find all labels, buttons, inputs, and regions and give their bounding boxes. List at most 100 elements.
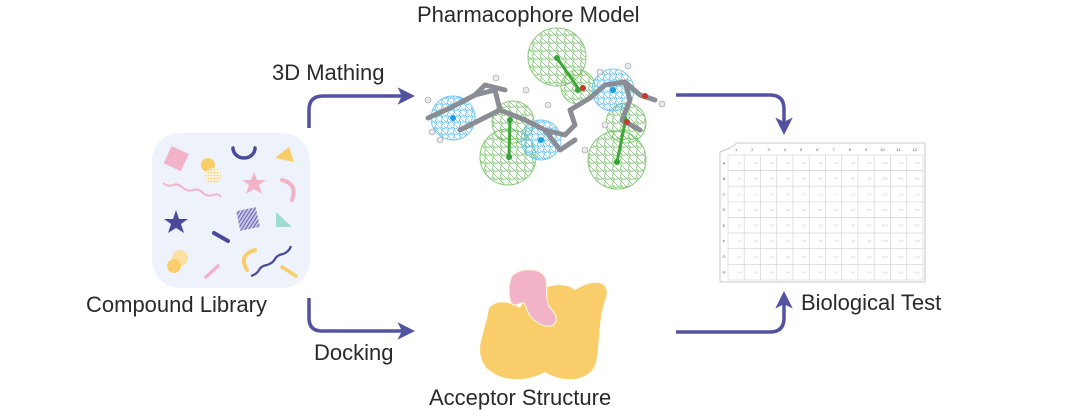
plate-well-label: B6 bbox=[819, 177, 823, 181]
plate-well bbox=[727, 217, 745, 234]
plate-well bbox=[857, 185, 875, 203]
plate-well-label: F2 bbox=[754, 239, 758, 243]
plate-well bbox=[857, 201, 875, 218]
plate-well-label: F1 bbox=[738, 239, 742, 243]
plate-well-label: C8 bbox=[851, 192, 855, 196]
plate-well-label: E2 bbox=[754, 224, 758, 228]
pharmacophore-model-image bbox=[424, 27, 666, 190]
plate-well bbox=[727, 154, 745, 171]
plate-well-label: G4 bbox=[786, 255, 790, 259]
arrow-pharmacophore-to-test bbox=[676, 93, 793, 135]
plate-well bbox=[776, 201, 794, 218]
plate-well-label: H9 bbox=[867, 270, 871, 274]
plate-well bbox=[776, 170, 794, 187]
plate-well-label: C10 bbox=[882, 192, 888, 196]
plate-row-label: C bbox=[723, 192, 726, 197]
plate-well bbox=[857, 217, 875, 234]
plate-well bbox=[841, 154, 859, 171]
plate-well-label: H3 bbox=[770, 270, 774, 274]
plate-row-label: G bbox=[722, 254, 725, 259]
plate-well-label: D6 bbox=[819, 208, 823, 212]
acceptor-structure-image bbox=[480, 269, 607, 380]
plate-well-label: F12 bbox=[915, 239, 921, 243]
plate-column-label: 2 bbox=[751, 147, 754, 152]
plate-column-label: 1 bbox=[735, 147, 738, 152]
plate-well-label: C11 bbox=[898, 192, 904, 196]
plate-well-label: D3 bbox=[770, 208, 774, 212]
plate-well-label: A1 bbox=[738, 161, 742, 165]
plate-well-label: F3 bbox=[770, 239, 774, 243]
plate-well-label: A4 bbox=[786, 161, 790, 165]
plate-well bbox=[792, 170, 810, 187]
plate-well-label: B4 bbox=[786, 177, 790, 181]
plate-well bbox=[727, 170, 745, 187]
plate-well-label: A3 bbox=[770, 161, 774, 165]
plate-column-label: 5 bbox=[800, 147, 803, 152]
plate-well bbox=[792, 264, 810, 281]
plate-well-label: F9 bbox=[868, 239, 872, 243]
plate-well-label: D1 bbox=[737, 208, 741, 212]
plate-well bbox=[825, 154, 843, 171]
plate-well bbox=[727, 248, 745, 265]
plate-well-label: D5 bbox=[802, 208, 806, 212]
plate-well bbox=[792, 248, 810, 265]
plate-well bbox=[808, 217, 826, 234]
plate-well-label: H4 bbox=[786, 270, 790, 274]
plate-well-label: C5 bbox=[802, 192, 806, 196]
plate-well bbox=[743, 154, 761, 171]
plate-well bbox=[727, 232, 745, 250]
plate-well-label: D8 bbox=[851, 208, 855, 212]
plate-well bbox=[841, 170, 859, 187]
plate-column-label: 12 bbox=[913, 147, 918, 152]
plate-well-label: D11 bbox=[898, 208, 904, 212]
plate-well-label: E8 bbox=[851, 224, 855, 228]
3d-matching-label: 3D Mathing bbox=[272, 60, 385, 85]
plate-well bbox=[841, 264, 859, 281]
plate-well bbox=[808, 154, 826, 171]
plate-well bbox=[760, 248, 778, 265]
arrow-docking-to-test bbox=[676, 291, 793, 334]
plate-well-label: G11 bbox=[898, 255, 904, 259]
plate-well-label: C2 bbox=[754, 192, 758, 196]
plate-well bbox=[792, 232, 810, 250]
plate-well-label: E4 bbox=[786, 224, 790, 228]
plate-well bbox=[743, 201, 761, 218]
plate-well-label: G1 bbox=[737, 255, 741, 259]
arrow-library-to-docking bbox=[307, 298, 415, 340]
plate-well-label: C4 bbox=[786, 192, 790, 196]
plate-column-label: 10 bbox=[880, 147, 885, 152]
plate-well-label: D9 bbox=[867, 208, 871, 212]
plate-well-label: E10 bbox=[882, 224, 888, 228]
plate-well-label: A5 bbox=[803, 161, 807, 165]
plate-well-label: E6 bbox=[819, 224, 823, 228]
plate-row-label: H bbox=[723, 270, 726, 275]
plate-well-label: A9 bbox=[868, 161, 872, 165]
plate-well bbox=[760, 217, 778, 234]
plate-well bbox=[776, 232, 794, 250]
plate-row-label: F bbox=[723, 238, 726, 243]
plate-well-label: B12 bbox=[915, 177, 921, 181]
plate-well bbox=[776, 217, 794, 234]
compound-library-label: Compound Library bbox=[86, 292, 267, 317]
plate-well bbox=[792, 154, 810, 171]
plate-column-label: 9 bbox=[865, 147, 868, 152]
plate-well bbox=[776, 185, 794, 203]
plate-well-label: F10 bbox=[882, 239, 888, 243]
plate-well bbox=[760, 170, 778, 187]
plate-well-label: B3 bbox=[770, 177, 774, 181]
plate-well-label: F6 bbox=[819, 239, 823, 243]
plate-well bbox=[776, 248, 794, 265]
plate-well-label: C12 bbox=[914, 192, 920, 196]
plate-well bbox=[825, 232, 843, 250]
arrow-library-to-pharmacophore bbox=[307, 87, 415, 128]
plate-well-label: B7 bbox=[835, 177, 839, 181]
acceptor-structure-label: Acceptor Structure bbox=[429, 385, 612, 410]
plate-well-label: H6 bbox=[819, 270, 823, 274]
plate-well bbox=[776, 154, 794, 171]
plate-well-label: C9 bbox=[867, 192, 871, 196]
plate-well-label: H8 bbox=[851, 270, 855, 274]
plate-well-label: F11 bbox=[899, 239, 904, 243]
plate-column-label: 7 bbox=[833, 147, 836, 152]
plate-well-label: B2 bbox=[754, 177, 758, 181]
